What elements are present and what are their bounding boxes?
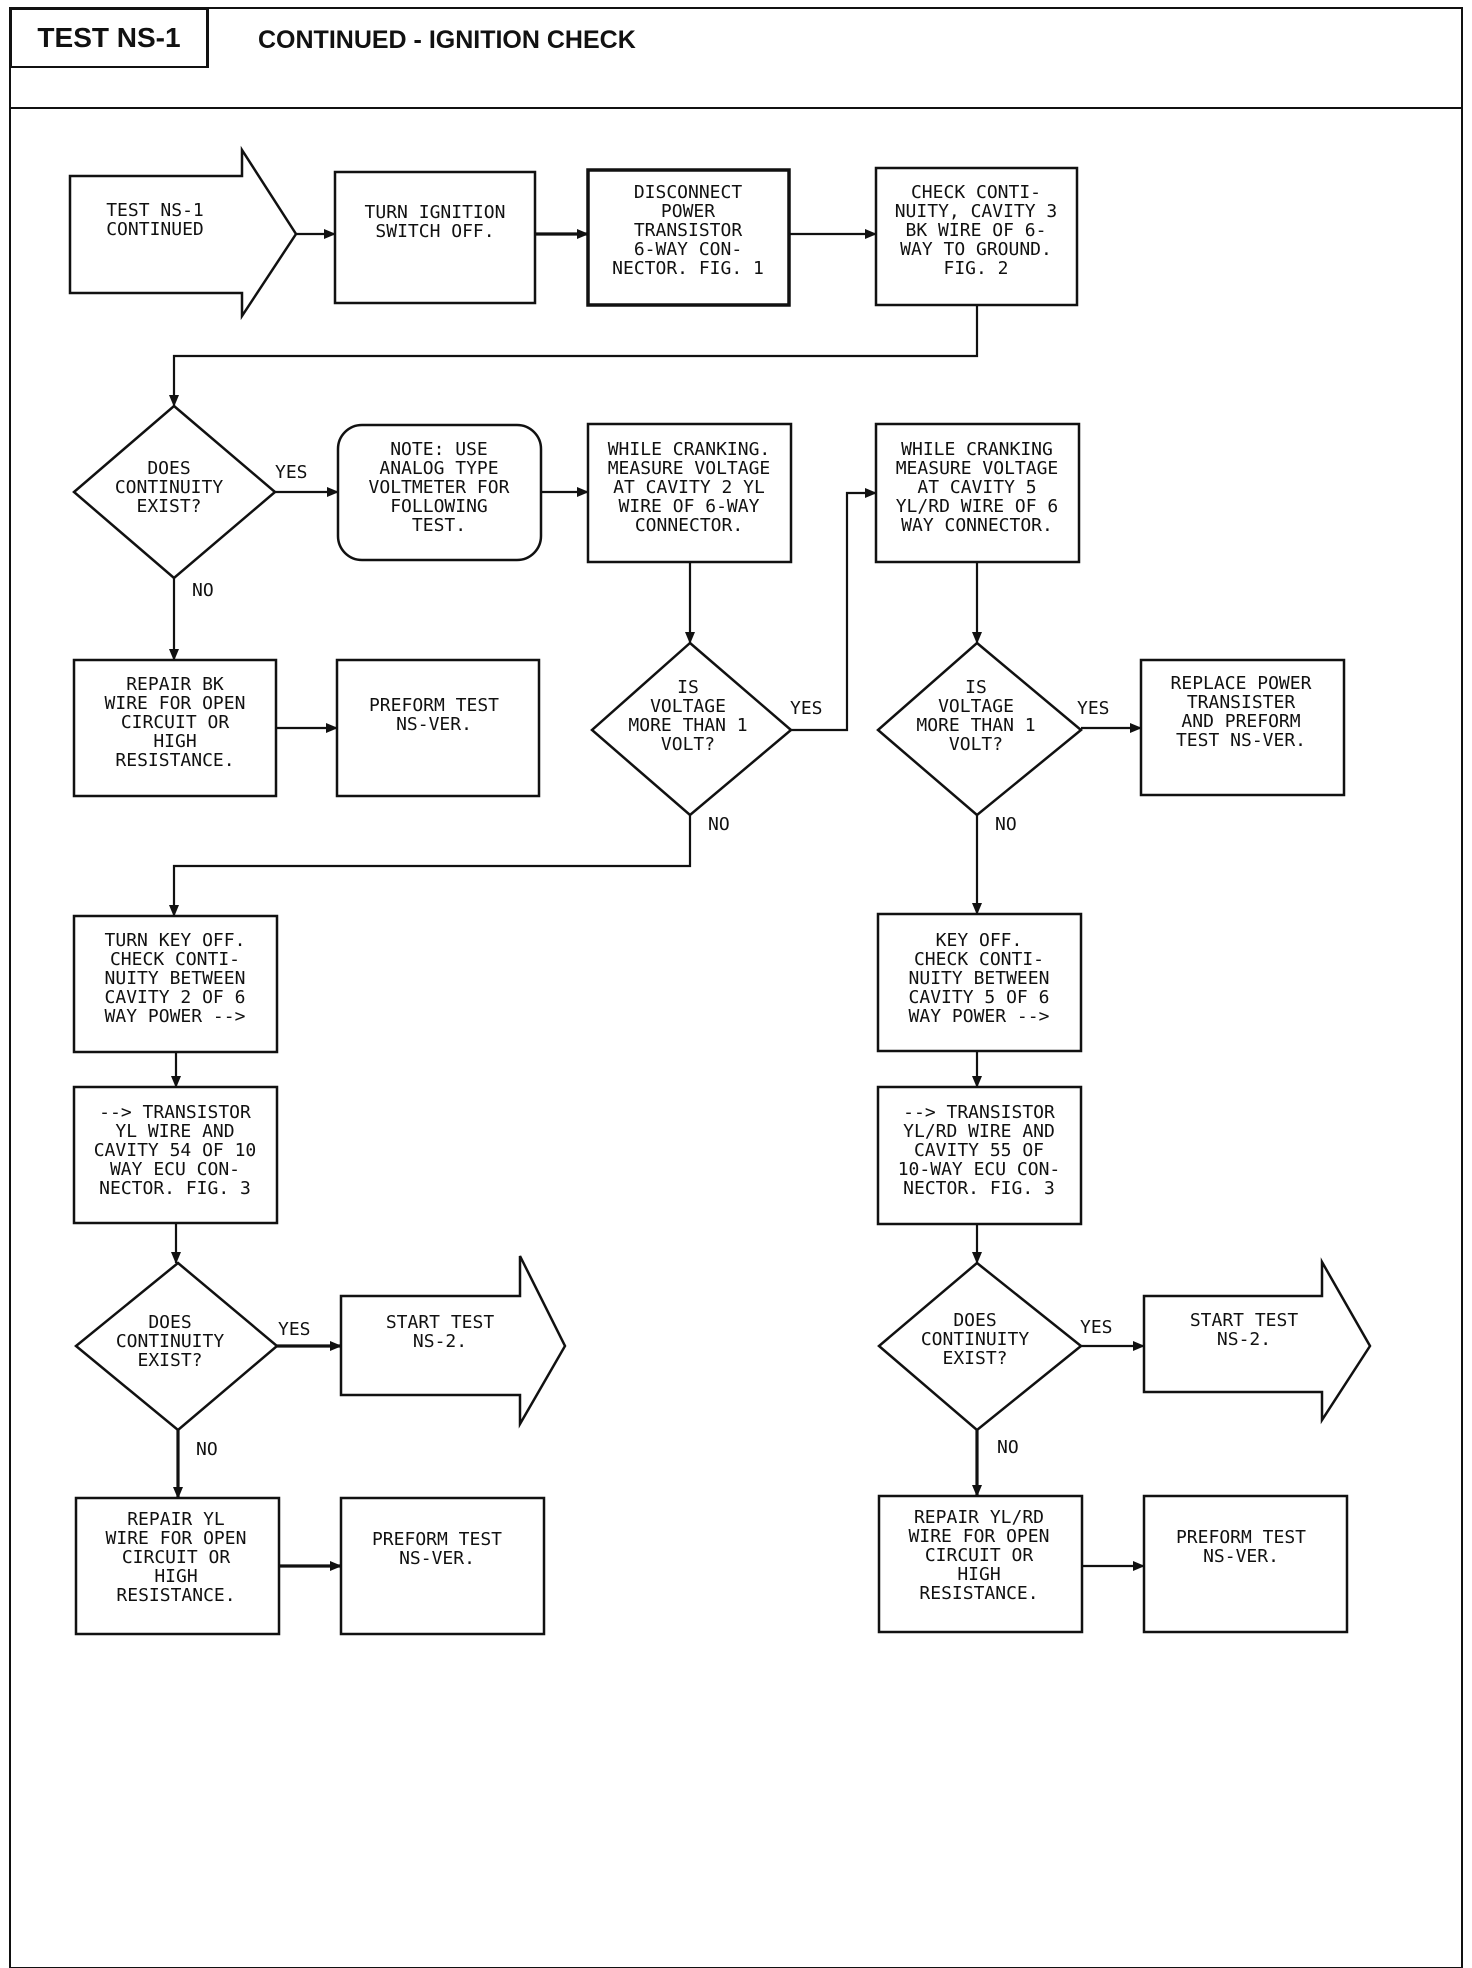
start-ns2-right-arrow — [1142, 1257, 1372, 1425]
page-title: CONTINUED - IGNITION CHECK — [258, 26, 636, 54]
yes-label: YES — [790, 698, 823, 719]
yes-label: YES — [1080, 1317, 1113, 1338]
disconnect-box — [586, 168, 791, 307]
replace-transistor-box — [1139, 658, 1346, 797]
yes-label: YES — [1077, 698, 1110, 719]
repair-bk-box — [72, 658, 278, 798]
yes-label: YES — [275, 462, 308, 483]
no-label: NO — [995, 814, 1017, 835]
ignition-off-box — [333, 170, 537, 305]
key-off-right-box — [876, 912, 1083, 1053]
measure-cavity5-box — [874, 422, 1081, 564]
connectors — [169, 229, 1145, 1571]
key-off-left-box — [72, 914, 279, 1054]
no-label: NO — [708, 814, 730, 835]
start-ns2-left-arrow — [339, 1255, 567, 1429]
no-label: NO — [192, 580, 214, 601]
perform-ver-box-3 — [1142, 1494, 1349, 1634]
repair-yl-box — [74, 1496, 281, 1636]
start-arrow-shape — [68, 145, 298, 321]
no-label: NO — [997, 1437, 1019, 1458]
yes-label: YES — [278, 1319, 311, 1340]
perform-ver-box-2 — [339, 1496, 546, 1636]
page-frame — [9, 7, 1463, 1968]
transistor-right-box — [876, 1085, 1083, 1226]
no-label: NO — [196, 1439, 218, 1460]
measure-cavity2-box — [586, 422, 793, 564]
transistor-left-box — [72, 1085, 279, 1225]
perform-ver-box-1 — [335, 658, 541, 798]
repair-ylrd-box — [877, 1494, 1084, 1634]
